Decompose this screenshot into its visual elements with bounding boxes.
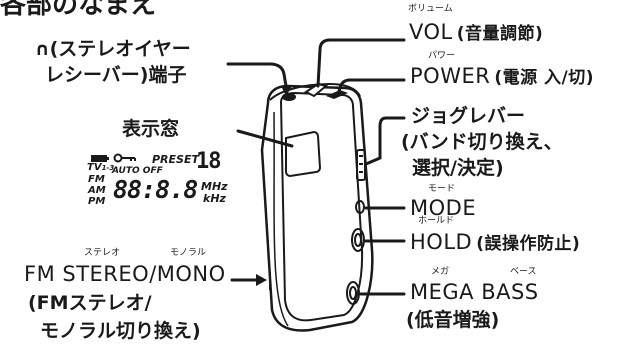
mega-bass-jp-label: (低音増強) xyxy=(406,309,500,331)
headphone-icon: ∩ xyxy=(35,39,50,60)
arrow-icon xyxy=(256,86,292,286)
headphone-jack-label-line2: レシーバー)端子 xyxy=(45,64,187,86)
fm-stereo-mono-jp-line3: モノラル切り換え) xyxy=(40,320,201,342)
lcd-preset-number: 18 xyxy=(196,149,221,174)
display-window xyxy=(285,130,322,178)
jog-lever-label-line2: (バンド切り換え、 xyxy=(401,131,563,153)
lcd-band-tv: TV1-3 xyxy=(87,162,115,173)
leader-lines xyxy=(226,38,406,296)
page-title: 各部のなまえ xyxy=(0,0,157,20)
mode-button xyxy=(355,200,365,214)
lcd-battery-icon xyxy=(91,155,109,162)
lcd-frequency: 88:8.8 xyxy=(113,175,198,204)
lcd-unit-mhz: MHz xyxy=(201,180,228,193)
stereo-ruby: ステレオ xyxy=(84,248,121,258)
hold-ruby: ホールド xyxy=(418,216,455,226)
bass-ruby: ベース xyxy=(510,267,537,277)
jog-lever-label: ジョグレバー xyxy=(411,105,526,127)
power-label: POWER(電源 入/切) xyxy=(410,64,594,88)
fm-stereo-mono-label: FM STEREO/MONO xyxy=(24,262,226,286)
mode-ruby: モード xyxy=(428,184,456,194)
hold-switch xyxy=(351,228,365,252)
lcd-pm: PM xyxy=(88,196,106,207)
power-ruby: パワー xyxy=(428,51,456,61)
jog-lever-label-line3: 選択/決定) xyxy=(412,157,504,179)
vol-label: VOL(音量調節) xyxy=(409,20,544,44)
vol-knob xyxy=(304,82,329,98)
mega-bass-label: MEGA BASS xyxy=(410,280,539,304)
lcd-unit-khz: kHz xyxy=(203,192,226,205)
lcd-band-am: AM xyxy=(88,185,106,196)
mega-bass-switch xyxy=(346,281,360,305)
hold-label: HOLD(誤操作防止) xyxy=(410,230,581,254)
lcd-auto-off: AUTO OFF xyxy=(112,166,163,176)
mode-label: MODE xyxy=(410,196,477,220)
mega-ruby: メガ xyxy=(431,267,450,277)
display-window-label: 表示窓 xyxy=(122,118,180,140)
vol-ruby: ボリューム xyxy=(408,4,453,14)
radio-top xyxy=(269,82,361,101)
lcd-key-icon xyxy=(113,153,136,163)
fm-stereo-mono-jp-line2: (FMステレオ/ xyxy=(28,292,152,314)
lcd-band-fm: FM xyxy=(88,174,105,185)
headphone-jack-label: ∩(ステレオイヤー xyxy=(35,38,191,60)
headphone-jack xyxy=(282,93,296,101)
mono-ruby: モノラル xyxy=(170,248,207,258)
lcd-preset: PRESET xyxy=(152,153,199,166)
